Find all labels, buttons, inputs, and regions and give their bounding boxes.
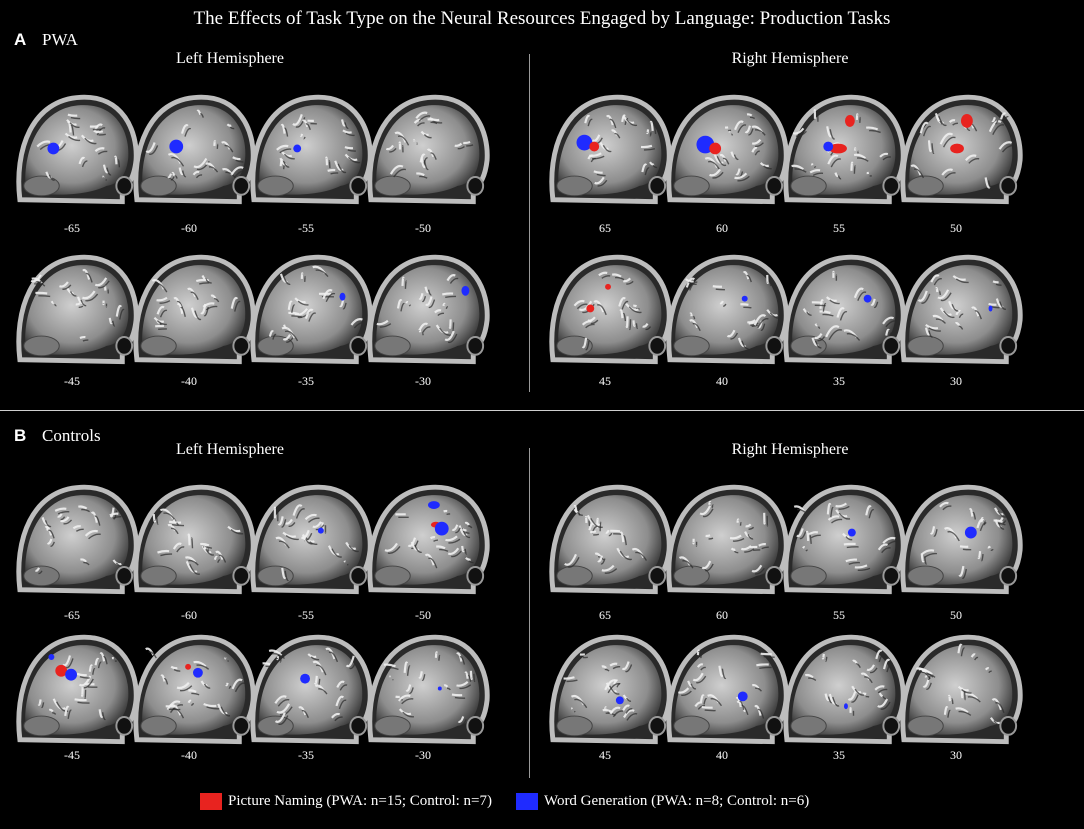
- panel-b-right-hemisphere-label: Right Hemisphere: [731, 441, 849, 458]
- panel-a-right-hemisphere-label: Right Hemisphere: [731, 50, 849, 67]
- slice-coordinate-label: -45: [64, 748, 80, 762]
- slice-coordinate-label: -50: [415, 221, 431, 235]
- slice-coordinate-label: -40: [181, 374, 197, 388]
- brain-slice-image: [133, 634, 256, 745]
- slice-coordinate-label: 40: [716, 374, 728, 388]
- slice-coordinate-label: 65: [599, 608, 611, 622]
- brain-slice-image: [900, 484, 1023, 595]
- brain-slice-image: [250, 484, 373, 595]
- word-generation-label: Word Generation (PWA: n=8; Control: n=6): [543, 793, 810, 809]
- brain-slice-image: [133, 254, 256, 365]
- brain-slice-image: [783, 634, 906, 745]
- slice-coordinate-label: -65: [64, 608, 80, 622]
- slice-coordinate-label: 35: [833, 374, 845, 388]
- brain-slice-image: [250, 254, 373, 365]
- picture-naming-label: Picture Naming (PWA: n=15; Control: n=7): [228, 793, 492, 809]
- slice-coordinate-label: 30: [950, 748, 962, 762]
- slice-coordinate-label: 45: [599, 374, 611, 388]
- slice-coordinate-label: -65: [64, 221, 80, 235]
- slice-coordinate-label: -55: [298, 221, 314, 235]
- brain-slice-image: [666, 634, 789, 745]
- word-generation-swatch: [515, 793, 538, 810]
- brain-slice-image: [367, 484, 490, 595]
- brain-slice-image: [250, 634, 373, 745]
- slice-coordinate-label: -35: [298, 748, 314, 762]
- figure-title: The Effects of Task Type on the Neural R…: [193, 8, 891, 29]
- panel-b-name: Controls: [42, 426, 101, 445]
- brain-slice-image: [549, 94, 672, 205]
- brain-slice-image: [16, 484, 139, 595]
- panel-a-name: PWA: [42, 30, 78, 49]
- panel-a-vertical-divider: [529, 54, 530, 392]
- brain-slice-image: [16, 634, 139, 745]
- brain-slice-image: [783, 94, 906, 205]
- slice-coordinate-label: 45: [599, 748, 611, 762]
- brain-slice-image: [16, 254, 139, 365]
- slice-coordinate-label: -45: [64, 374, 80, 388]
- brain-slice-image: [900, 94, 1023, 205]
- slice-coordinate-label: 50: [950, 608, 962, 622]
- panel-a-letter: A: [14, 30, 27, 49]
- brain-slice-image: [16, 94, 139, 205]
- slice-coordinate-label: -35: [298, 374, 314, 388]
- slice-coordinate-label: 60: [716, 221, 728, 235]
- slice-coordinate-label: 60: [716, 608, 728, 622]
- brain-slice-image: [367, 94, 490, 205]
- slice-coordinate-label: -30: [415, 748, 431, 762]
- brain-slice-image: [783, 254, 906, 365]
- brain-slice-image: [549, 634, 672, 745]
- brain-slice-image: [367, 634, 490, 745]
- brain-slice-image: [900, 254, 1023, 365]
- brain-slice-image: [250, 94, 373, 205]
- picture-naming-swatch: [200, 793, 222, 810]
- slice-coordinate-label: -40: [181, 748, 197, 762]
- slice-coordinate-label: 55: [833, 221, 845, 235]
- panel-b-left-hemisphere-label: Left Hemisphere: [176, 441, 284, 458]
- panel-a-left-hemisphere-label: Left Hemisphere: [176, 50, 284, 67]
- brain-slice-image: [367, 254, 490, 365]
- brain-slice-image: [133, 94, 256, 205]
- slice-coordinate-label: -50: [415, 608, 431, 622]
- brain-slice-image: [783, 484, 906, 595]
- slice-coordinate-label: 30: [950, 374, 962, 388]
- slice-coordinate-label: -60: [181, 221, 197, 235]
- slice-coordinate-label: 50: [950, 221, 962, 235]
- slice-coordinate-label: 40: [716, 748, 728, 762]
- brain-slice-image: [549, 484, 672, 595]
- brain-slice-image: [133, 484, 256, 595]
- brain-slice-image: [666, 484, 789, 595]
- slice-coordinate-label: -30: [415, 374, 431, 388]
- brain-slice-image: [666, 94, 789, 205]
- slice-coordinate-label: -55: [298, 608, 314, 622]
- slice-coordinate-label: 65: [599, 221, 611, 235]
- brain-slice-image: [666, 254, 789, 365]
- panel-b-vertical-divider: [529, 448, 530, 778]
- brain-slice-image: [549, 254, 672, 365]
- brain-slice-image: [900, 634, 1023, 745]
- panel-separator: [0, 410, 1084, 411]
- slice-coordinate-label: 35: [833, 748, 845, 762]
- panel-b-letter: B: [14, 426, 27, 445]
- legend: Picture Naming (PWA: n=15; Control: n=7)…: [200, 793, 809, 810]
- slice-coordinate-label: -60: [181, 608, 197, 622]
- slice-coordinate-label: 55: [833, 608, 845, 622]
